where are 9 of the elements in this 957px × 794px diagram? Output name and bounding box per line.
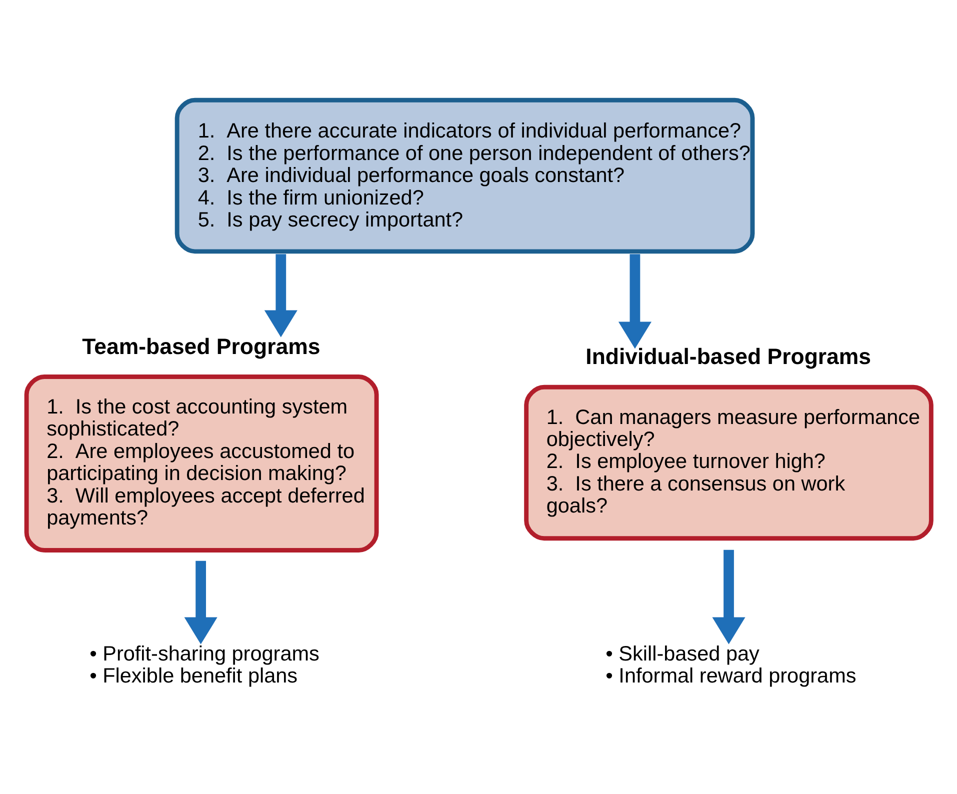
node-box: 1. Are there accurate indicators of individual performance? 2. Is the performance of one person independent of others? 3. Are individual performance goals constant? 4. Is the firm unionized? 5. Is pay secrecy important?	[174, 97, 755, 254]
node-label: Individual-based Programs	[586, 344, 872, 369]
arrow	[264, 254, 298, 337]
node-text: • Skill-based pay • Informal reward programs	[606, 642, 856, 688]
node-label: Team-based Programs	[82, 333, 320, 358]
arrow	[618, 254, 652, 348]
node-text: • Profit-sharing programs • Flexible benefit plans	[90, 642, 320, 688]
arrow	[712, 549, 746, 644]
arrow	[184, 560, 218, 644]
